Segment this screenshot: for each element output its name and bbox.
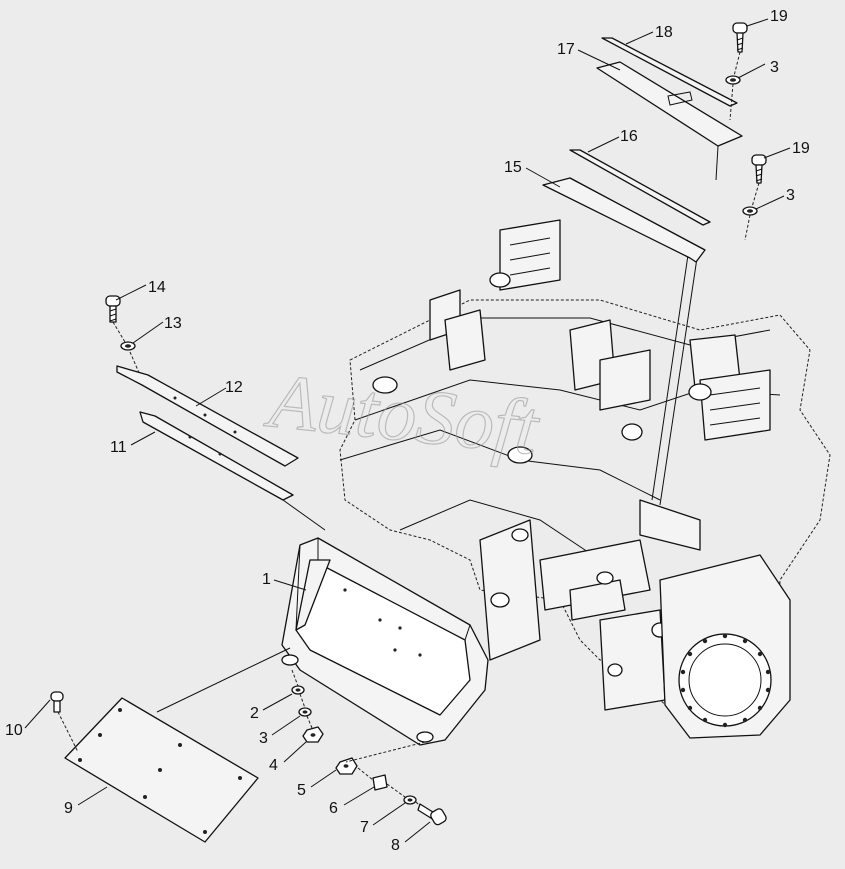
washer-3-mid	[742, 206, 758, 216]
part-18-strip	[601, 37, 738, 107]
callout-12: 12	[225, 379, 243, 396]
callout-3-mid: 3	[786, 187, 795, 204]
part-15-shield	[542, 177, 706, 263]
nut-5	[335, 757, 358, 775]
callout-18: 18	[655, 24, 673, 41]
callout-9: 9	[64, 800, 73, 817]
callout-13: 13	[164, 315, 182, 332]
washer-3-top	[725, 75, 741, 85]
callout-5: 5	[297, 782, 306, 799]
part-9-guide	[156, 647, 291, 713]
callout-10: 10	[5, 722, 23, 739]
bolt-19-top	[732, 22, 748, 53]
callout-11: 11	[110, 439, 127, 456]
bolt-8	[417, 803, 447, 826]
callout-1: 1	[262, 571, 271, 588]
callout-19-mid: 19	[792, 140, 810, 157]
fastener-axis-left	[291, 669, 313, 729]
watermark: AutoSoft	[261, 356, 545, 471]
callout-labels: 1 2 3 3 3 4 5 6 7 8 9 10 11 12 13 14 15 …	[5, 8, 810, 854]
callout-3-top: 3	[770, 59, 779, 76]
bolt-19-top-axis	[729, 51, 741, 121]
part-11-guide	[282, 499, 326, 531]
washer-2	[291, 685, 305, 695]
callout-19-top: 19	[770, 8, 788, 25]
callout-14: 14	[148, 279, 166, 296]
callout-2: 2	[250, 705, 259, 722]
washer-3-low	[298, 707, 312, 717]
leader-lines	[24, 18, 791, 843]
part-11-strip	[139, 411, 294, 501]
callout-6: 6	[329, 800, 338, 817]
callout-7: 7	[360, 819, 369, 836]
callout-17: 17	[557, 41, 575, 58]
bolt-10	[50, 691, 64, 713]
part-17-plate	[596, 61, 743, 181]
callout-15: 15	[504, 159, 522, 176]
bolt-14	[105, 295, 121, 323]
tractor-frame	[339, 219, 831, 739]
callout-4: 4	[269, 757, 278, 774]
part-16-strip	[569, 149, 711, 226]
part-9-plate	[64, 697, 259, 843]
bolt-14-axis	[112, 321, 141, 376]
bolt-19-mid-axis	[744, 182, 760, 241]
nut-4	[302, 726, 324, 743]
spacer-6	[372, 774, 388, 791]
washer-13	[120, 341, 136, 351]
callout-3-low: 3	[259, 730, 268, 747]
bolt-19-mid	[751, 154, 767, 184]
bell-housing-bolt-circle	[680, 633, 771, 728]
part-12-strip	[116, 365, 299, 467]
washer-7	[403, 795, 417, 805]
callout-16: 16	[620, 128, 638, 145]
part-1-shroud	[281, 537, 489, 746]
bolt-10-axis	[57, 711, 79, 753]
callout-8: 8	[391, 837, 400, 854]
fastener-axis-right	[345, 741, 426, 807]
